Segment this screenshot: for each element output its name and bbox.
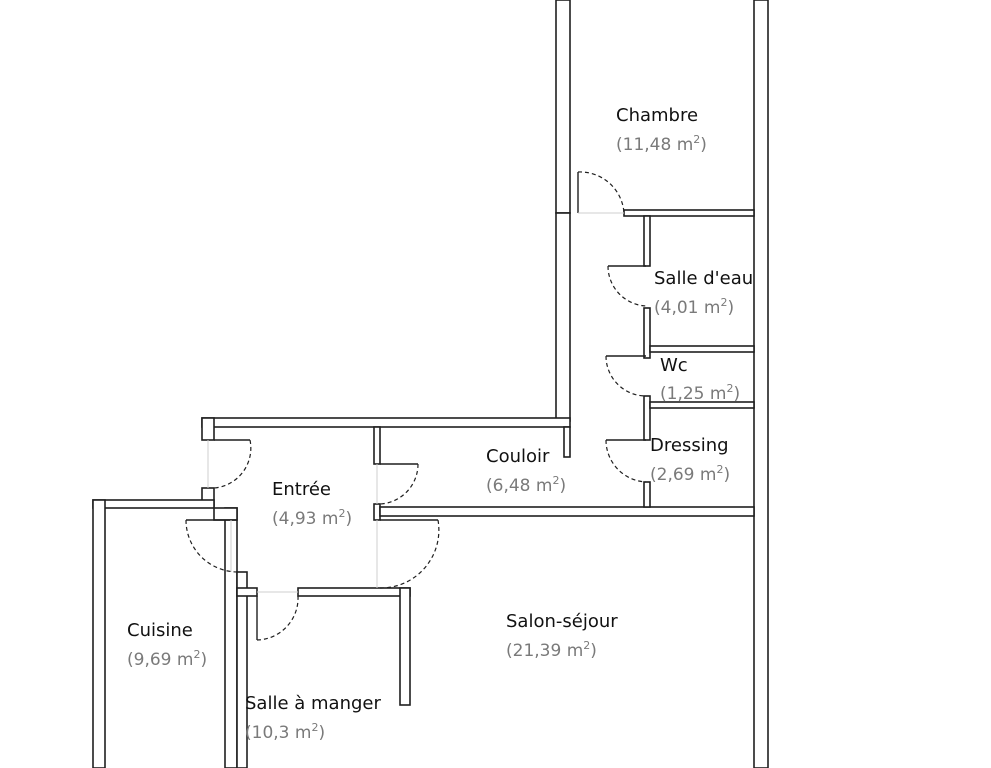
room-labels: Chambre (11,48 m2) Salle d'eau (4,01 m2)… [127,105,753,743]
wall-couloir-stub [563,426,571,458]
wall-chambre-bottom-right [623,209,755,217]
room-area-salle-a-manger: (10,3 m2) [245,721,325,743]
door-chambre-arc [577,171,625,214]
room-name-cuisine: Cuisine [127,620,193,641]
walls [92,0,769,768]
door-couloir-arc [379,463,419,505]
wall-sam-top [297,587,411,597]
room-area-salle-d-eau: (4,01 m2) [654,296,734,318]
door-cuisine-arc [185,519,238,573]
door-wc-arc [605,355,647,397]
wall-service-left-1 [643,215,651,267]
room-name-entree: Entrée [272,479,331,500]
wall-cuisine-top [92,499,215,509]
room-area-dressing: (2,69 m2) [650,463,730,485]
room-area-wc: (1,25 m2) [660,382,740,404]
room-name-dressing: Dressing [650,435,729,456]
wall-entree-left-stub [213,507,238,521]
room-name-salon-sejour: Salon-séjour [506,611,618,632]
wall-wc-bottom [649,401,755,409]
wall-chambre-right [753,0,769,768]
wall-couloir-vertical [555,212,571,422]
room-area-entree: (4,93 m2) [272,507,352,529]
wall-entree-right-lower [373,503,381,521]
door-dressing-arc [605,439,647,483]
doors [185,171,647,641]
room-name-salle-d-eau: Salle d'eau [654,268,753,289]
wall-salon-top [379,506,755,517]
room-name-couloir: Couloir [486,446,550,467]
wall-chambre-left [555,0,571,214]
wall-sam-right [399,587,411,706]
room-area-salon-sejour: (21,39 m2) [506,639,597,661]
wall-service-left-4 [643,481,651,508]
room-area-couloir: (6,48 m2) [486,474,566,496]
wall-sam-top-left [236,587,258,597]
door-salle-eau-arc [607,265,647,307]
door-salon-arc [379,519,440,589]
wall-service-left-3 [643,395,651,441]
room-area-chambre: (11,48 m2) [616,133,707,155]
door-entree-main-arc [213,439,252,489]
room-name-salle-a-manger: Salle à manger [245,693,381,714]
door-sam-arc [256,595,299,641]
wall-service-left-2 [643,307,651,359]
wall-cuisine-left [92,499,106,768]
wall-entree-right-upper [373,426,381,465]
room-name-chambre: Chambre [616,105,698,126]
room-name-wc: Wc [660,355,688,376]
wall-entry-top [201,417,571,428]
room-area-cuisine: (9,69 m2) [127,648,207,670]
wall-entry-left-upper [201,417,215,441]
wall-entree-bottom-left [236,571,248,768]
wall-salle-eau-bottom [649,345,755,353]
